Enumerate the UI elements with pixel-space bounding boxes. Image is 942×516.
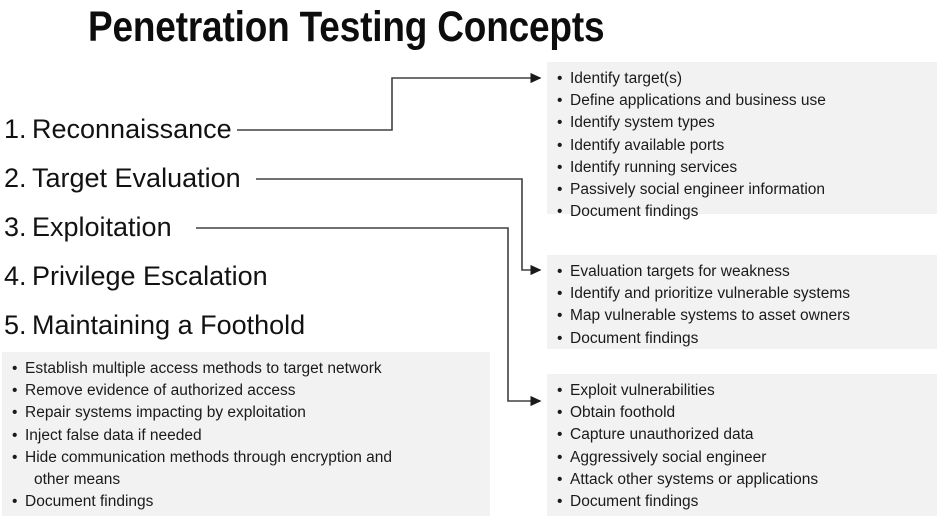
bullet-list: Evaluation targets for weakness Identify… <box>557 261 929 350</box>
step-number: 5. <box>4 310 27 340</box>
list-item: Establish multiple access methods to tar… <box>12 358 482 380</box>
step-label: Maintaining a Foothold <box>32 310 306 340</box>
list-item: Document findings <box>12 491 482 513</box>
detail-box-maintaining-foothold: Establish multiple access methods to tar… <box>2 352 490 516</box>
list-item: Map vulnerable systems to asset owners <box>557 305 929 327</box>
list-item: Repair systems impacting by exploitation <box>12 402 482 424</box>
connector-target-evaluation <box>256 178 542 276</box>
bullet-list: Exploit vulnerabilities Obtain foothold … <box>557 380 929 513</box>
list-item: Identify available ports <box>557 135 929 157</box>
step-label: Exploitation <box>32 212 172 242</box>
step-label: Privilege Escalation <box>32 261 268 291</box>
list-item: Define applications and business use <box>557 90 929 112</box>
step-number: 2. <box>4 163 27 193</box>
list-item: Evaluation targets for weakness <box>557 261 929 283</box>
list-item: Passively social engineer information <box>557 179 929 201</box>
list-item: Aggressively social engineer <box>557 447 929 469</box>
list-item: Capture unauthorized data <box>557 424 929 446</box>
page-title: Penetration Testing Concepts <box>88 3 605 51</box>
detail-box-exploitation: Exploit vulnerabilities Obtain foothold … <box>547 374 937 516</box>
bullet-list: Establish multiple access methods to tar… <box>12 358 482 514</box>
detail-box-reconnaissance: Identify target(s) Define applications a… <box>547 62 937 224</box>
list-item: Remove evidence of authorized access <box>12 380 482 402</box>
list-item-continuation: other means <box>34 471 121 489</box>
step-number: 1. <box>4 114 27 144</box>
step-label: Target Evaluation <box>32 163 241 193</box>
list-item: Hide communication methods through encry… <box>12 447 482 469</box>
step-item-1: 1.Reconnaissance <box>4 114 232 144</box>
detail-box-target-evaluation: Evaluation targets for weakness Identify… <box>547 255 937 350</box>
list-item: Document findings <box>557 201 929 223</box>
list-item: Exploit vulnerabilities <box>557 380 929 402</box>
list-item: Identify running services <box>557 157 929 179</box>
step-item-5: 5.Maintaining a Foothold <box>4 310 305 340</box>
connector-reconnaissance <box>237 72 542 131</box>
list-item: Attack other systems or applications <box>557 469 929 491</box>
list-item: Document findings <box>557 328 929 350</box>
step-number: 3. <box>4 212 27 242</box>
bullet-list: Identify target(s) Define applications a… <box>557 68 929 224</box>
step-item-3: 3.Exploitation <box>4 212 172 242</box>
step-item-4: 4.Privilege Escalation <box>4 261 268 291</box>
list-item: Identify target(s) <box>557 68 929 90</box>
step-label: Reconnaissance <box>32 114 232 144</box>
list-item: Identify and prioritize vulnerable syste… <box>557 283 929 305</box>
step-number: 4. <box>4 261 27 291</box>
list-item: Obtain foothold <box>557 402 929 424</box>
list-item: Identify system types <box>557 112 929 134</box>
step-item-2: 2.Target Evaluation <box>4 163 241 193</box>
list-item: Document findings <box>557 491 929 513</box>
list-item: Inject false data if needed <box>12 425 482 447</box>
